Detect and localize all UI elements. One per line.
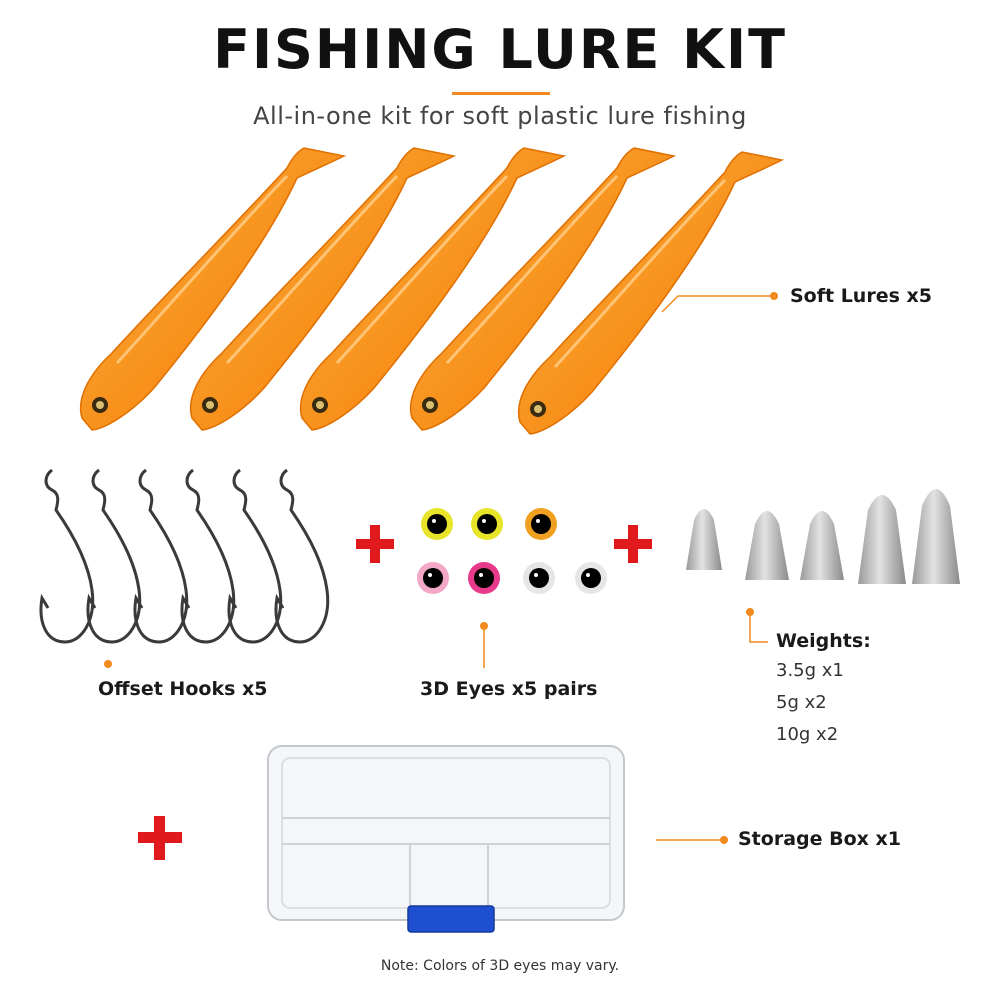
- weight-item: 10g x2: [776, 724, 839, 745]
- weights-title: Weights:: [776, 630, 871, 652]
- 3d-eye-icon: [421, 508, 453, 540]
- offset-hook-icon: [39, 468, 95, 644]
- 3d-eye-icon: [525, 508, 557, 540]
- storage-box-icon: [267, 745, 625, 933]
- 3d-eye-icon: [468, 562, 500, 594]
- weight-item: 5g x2: [776, 692, 827, 713]
- offset-hook-icon: [274, 468, 330, 644]
- page-subtitle: All-in-one kit for soft plastic lure fis…: [253, 102, 747, 130]
- plus-icon: [138, 525, 652, 860]
- storage-box-label: Storage Box x1: [738, 828, 901, 850]
- offset-hook-icon: [133, 468, 189, 644]
- title-underline: [452, 92, 550, 95]
- offset-hook-icon: [86, 468, 142, 644]
- soft-lures-label: Soft Lures x5: [790, 285, 932, 307]
- soft-lure-icon: [517, 150, 784, 436]
- offset-hook-icon: [227, 468, 283, 644]
- offset-hook-icon: [180, 468, 236, 644]
- eyes-label: 3D Eyes x5 pairs: [420, 678, 598, 700]
- 3d-eye-icon: [523, 562, 555, 594]
- 3d-eye-icon: [417, 562, 449, 594]
- bullet-weight-icon: [686, 489, 960, 584]
- page-title: FISHING LURE KIT: [213, 18, 787, 81]
- weight-item: 3.5g x1: [776, 660, 844, 681]
- 3d-eye-icon: [471, 508, 503, 540]
- offset-hooks-label: Offset Hooks x5: [98, 678, 268, 700]
- 3d-eye-icon: [575, 562, 607, 594]
- footnote: Note: Colors of 3D eyes may vary.: [380, 958, 620, 974]
